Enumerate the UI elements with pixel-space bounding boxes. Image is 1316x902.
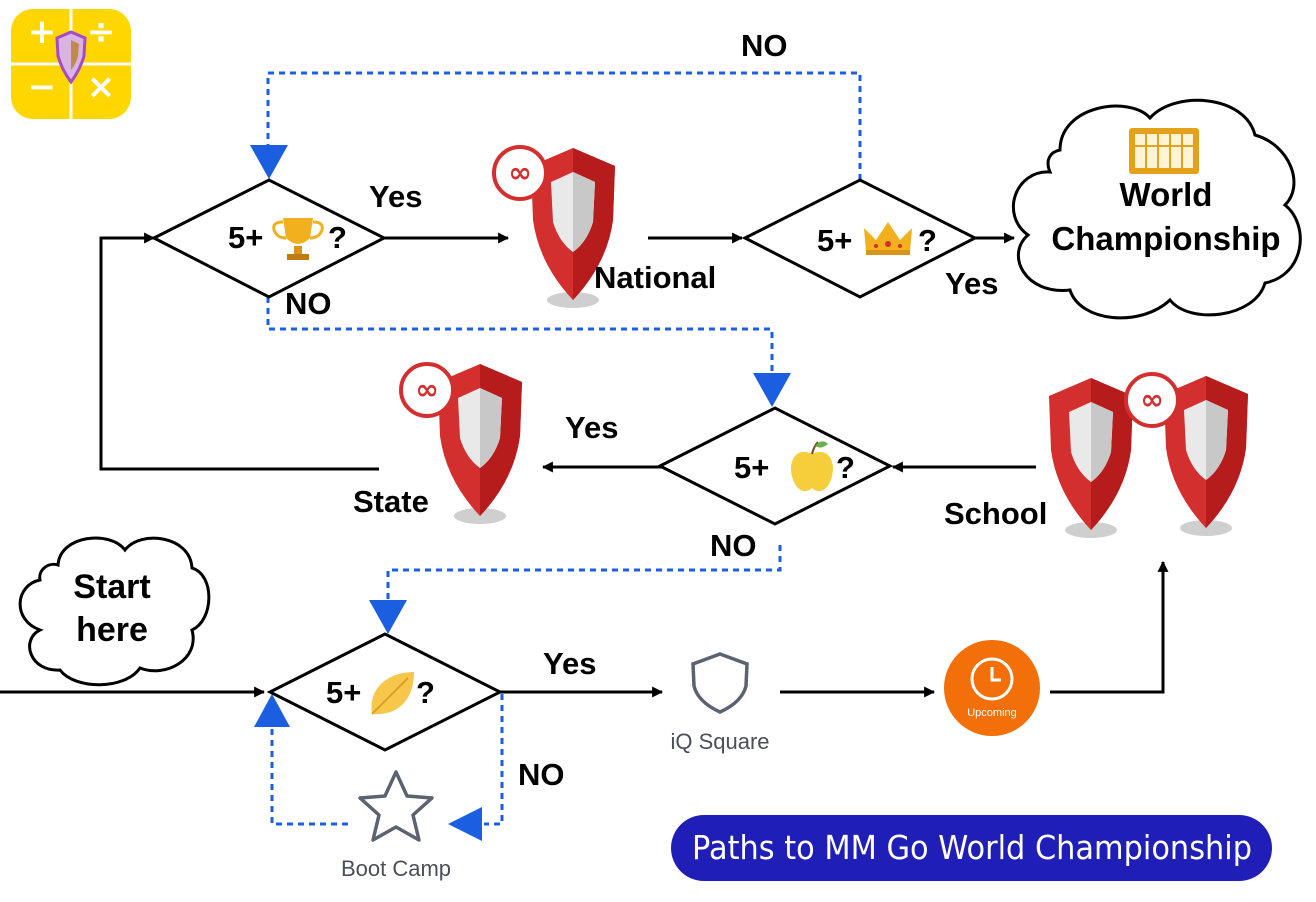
iq-square-label: iQ Square: [670, 729, 769, 754]
apple-no-path: [386, 545, 782, 604]
start-cloud-line2: here: [76, 611, 148, 649]
apple-no-arrowhead: [369, 600, 407, 634]
trophy-decision: 5+ ?: [150, 178, 388, 299]
apple-yes-label: Yes: [565, 410, 618, 445]
crown-no-label: NO: [741, 28, 788, 63]
calculator-shield-icon: + ÷ − ×: [11, 9, 131, 119]
start-cloud-line1: Start: [73, 568, 150, 606]
svg-text:+: +: [28, 12, 57, 52]
crown-decision: 5+ ?: [741, 178, 979, 299]
svg-text:×: ×: [87, 67, 116, 107]
crown-no-arrowhead: [250, 145, 288, 179]
boot-camp-star-icon: [358, 770, 434, 842]
trophy-yes-label: Yes: [369, 179, 422, 214]
trophy-no-label: NO: [285, 286, 332, 321]
svg-text:−: −: [28, 67, 57, 107]
crown-no-path: [266, 71, 862, 180]
leaf-decision-suffix: ?: [416, 675, 435, 710]
world-championship-cloud: World Championship: [1011, 98, 1302, 320]
trophy-no-arrowhead: [753, 373, 791, 407]
leaf-no-path: [484, 694, 504, 826]
crown-icon: [864, 222, 912, 255]
apple-decision-suffix: ?: [836, 450, 855, 485]
abacus-icon: [1129, 128, 1199, 174]
trophy-decision-prefix: 5+: [228, 220, 263, 255]
trophy-decision-suffix: ?: [328, 220, 347, 255]
leaf-no-label: NO: [518, 757, 565, 792]
crown-yes-label: Yes: [945, 266, 998, 301]
bootcamp-return-arrowhead: [254, 694, 290, 727]
national-label: National: [594, 260, 716, 295]
bootcamp-return-path: [270, 726, 348, 826]
school-label: School: [944, 496, 1047, 531]
crown-decision-suffix: ?: [918, 223, 937, 258]
world-cloud-line1: World: [1120, 176, 1213, 213]
apple-decision-prefix: 5+: [734, 450, 769, 485]
state-to-trophy-arrow: [99, 232, 379, 471]
upcoming-label: Upcoming: [967, 707, 1017, 719]
crown-decision-prefix: 5+: [817, 223, 852, 258]
title-banner-text: Paths to MM Go World Championship: [692, 828, 1252, 867]
upcoming-to-school-arrow: [1050, 560, 1169, 694]
upcoming-clock-icon: Upcoming: [944, 640, 1040, 736]
national-infinity-badge: [492, 145, 548, 201]
apple-no-label: NO: [710, 528, 757, 563]
title-banner: Paths to MM Go World Championship: [671, 815, 1272, 881]
start-cloud: Start here: [18, 536, 211, 687]
boot-camp-label: Boot Camp: [341, 856, 451, 881]
leaf-decision: 5+ ?: [266, 632, 504, 752]
leaf-no-arrowhead: [448, 807, 482, 841]
apple-icon: [790, 441, 834, 492]
svg-text:÷: ÷: [87, 12, 116, 52]
trophy-no-path: [266, 297, 774, 378]
leaf-decision-prefix: 5+: [326, 675, 361, 710]
state-infinity-badge: [399, 362, 455, 418]
trophy-icon: [272, 218, 324, 260]
leaf-yes-label: Yes: [543, 646, 596, 681]
leaf-icon: [371, 672, 414, 715]
school-pins-icon: [1049, 372, 1248, 538]
apple-decision: 5+ ?: [656, 406, 894, 526]
world-cloud-line2: Championship: [1051, 220, 1280, 257]
state-label: State: [353, 484, 429, 519]
iq-square-shield-icon: [691, 652, 749, 714]
